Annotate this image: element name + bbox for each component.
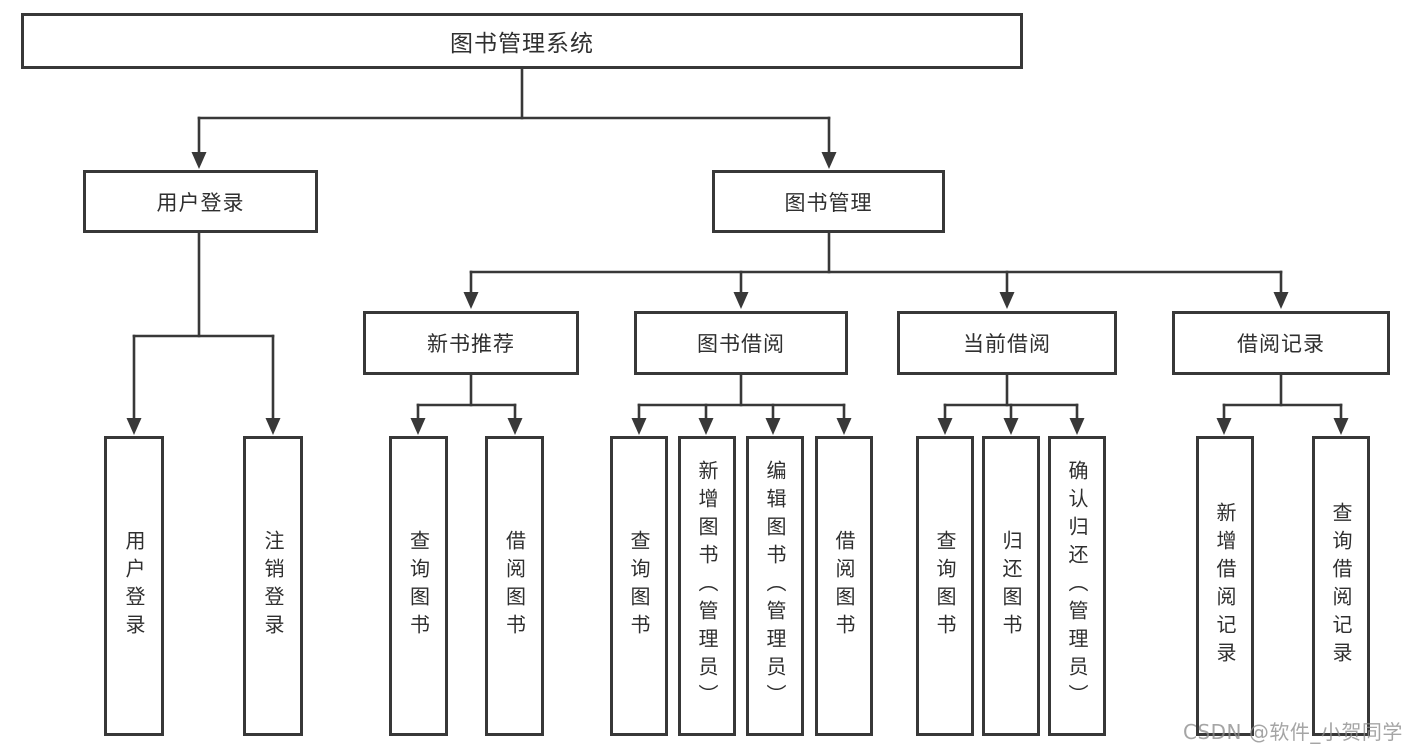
leaf-label: 查询图书 <box>933 530 957 642</box>
leaf-query-books-current: 查询图书 <box>916 436 974 736</box>
leaf-add-borrow-record: 新增借阅记录 <box>1196 436 1254 736</box>
node-label: 新书推荐 <box>427 332 515 356</box>
leaf-label: 编辑图书（管理员） <box>763 460 787 712</box>
leaf-edit-book-admin: 编辑图书（管理员） <box>746 436 804 736</box>
node-label: 图书管理系统 <box>450 31 594 57</box>
node-label: 用户登录 <box>156 190 245 215</box>
leaf-label: 归还图书 <box>999 530 1023 642</box>
node-borrowing-records: 借阅记录 <box>1172 311 1390 375</box>
leaf-query-books-borrowing: 查询图书 <box>610 436 668 736</box>
leaf-query-borrow-record: 查询借阅记录 <box>1312 436 1370 736</box>
node-label: 图书管理 <box>784 190 873 215</box>
leaf-label: 借阅图书 <box>832 530 856 642</box>
leaf-borrow-books-recommendation: 借阅图书 <box>485 436 544 736</box>
leaf-label: 借阅图书 <box>502 530 527 642</box>
leaf-label: 确认归还（管理员） <box>1065 460 1089 712</box>
leaf-label: 查询借阅记录 <box>1329 502 1353 670</box>
leaf-label: 查询图书 <box>406 530 431 642</box>
leaf-logout: 注销登录 <box>243 436 303 736</box>
leaf-add-book-admin: 新增图书（管理员） <box>678 436 736 736</box>
node-library-management-system: 图书管理系统 <box>21 13 1023 69</box>
watermark: CSDN @软件_小贺同学 <box>1183 720 1403 744</box>
leaf-label: 新增借阅记录 <box>1213 502 1237 670</box>
leaf-label: 用户登录 <box>122 530 146 642</box>
leaf-borrow-books-borrowing: 借阅图书 <box>815 436 873 736</box>
leaf-return-book: 归还图书 <box>982 436 1040 736</box>
node-label: 借阅记录 <box>1237 332 1325 356</box>
arrowheads <box>126 152 1349 435</box>
node-new-book-recommendation: 新书推荐 <box>363 311 579 375</box>
node-book-management: 图书管理 <box>712 170 945 233</box>
node-label: 当前借阅 <box>963 332 1051 356</box>
leaf-label: 注销登录 <box>261 530 285 642</box>
leaf-confirm-return-admin: 确认归还（管理员） <box>1048 436 1106 736</box>
node-user-login: 用户登录 <box>83 170 318 233</box>
leaf-query-books-recommendation: 查询图书 <box>389 436 448 736</box>
node-book-borrowing: 图书借阅 <box>634 311 848 375</box>
leaf-label: 新增图书（管理员） <box>695 460 719 712</box>
leaf-user-login: 用户登录 <box>104 436 164 736</box>
node-current-borrowing: 当前借阅 <box>897 311 1117 375</box>
leaf-label: 查询图书 <box>627 530 651 642</box>
node-label: 图书借阅 <box>697 332 785 356</box>
